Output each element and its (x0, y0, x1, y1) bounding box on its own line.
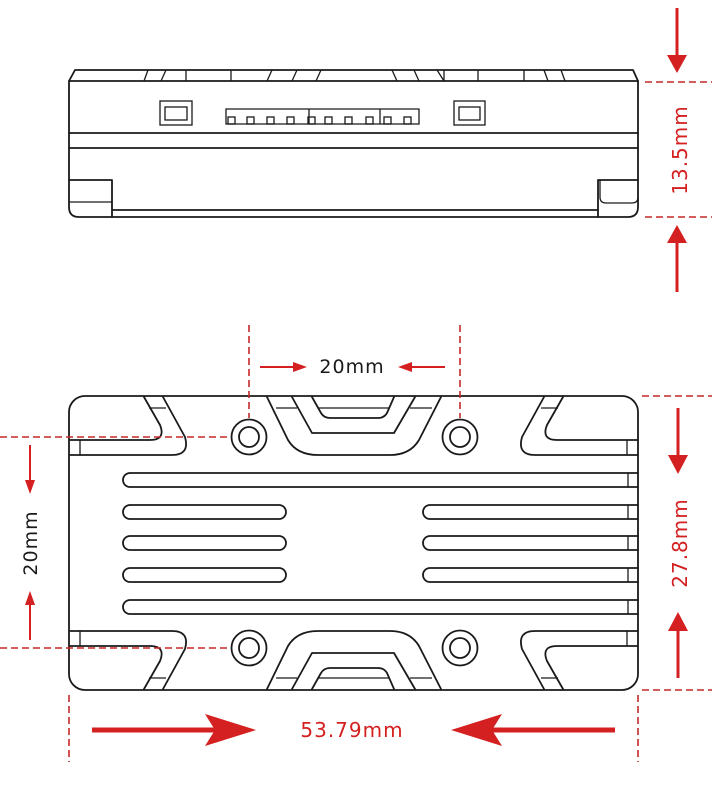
mounting-hole (230, 418, 268, 456)
vent-slot (122, 504, 287, 520)
pin (344, 116, 353, 125)
length-dimension: 53.79mm (68, 695, 639, 762)
width-dimension: 27.8mm (642, 395, 712, 691)
vent-slot (122, 535, 287, 551)
vent-slot (122, 472, 639, 488)
vent-slot (422, 567, 639, 583)
right-foot (597, 179, 639, 218)
hole-spacing-x-dimension: 20mm (248, 325, 461, 418)
corner-cutout (69, 396, 187, 456)
pin (246, 116, 255, 125)
hole-spacing-x-label: 20mm (319, 356, 384, 378)
bottom-notch (266, 630, 442, 690)
pin (365, 116, 374, 125)
pin (307, 116, 316, 125)
pin (266, 116, 275, 125)
top-vent-lines (143, 69, 566, 82)
pin (403, 116, 412, 125)
hole-spacing-y-dimension: 20mm (0, 436, 230, 649)
pin (383, 116, 392, 125)
vent-slot (422, 535, 639, 551)
pin (324, 116, 333, 125)
hole-spacing-y-label: 20mm (20, 510, 42, 575)
left-switch (159, 100, 193, 126)
pin-header-connector (225, 108, 420, 125)
side-view (68, 69, 639, 218)
length-label: 53.79mm (300, 718, 403, 742)
vent-slot (122, 567, 287, 583)
mounting-hole (441, 418, 479, 456)
right-switch (453, 100, 486, 126)
vent-slot (422, 504, 639, 520)
pin (227, 116, 236, 125)
mounting-hole (441, 629, 479, 667)
vent-slot (122, 599, 639, 615)
width-label: 27.8mm (668, 498, 692, 588)
height-dimension: 13.5mm (645, 8, 712, 292)
height-label: 13.5mm (668, 105, 692, 195)
mounting-hole (230, 629, 268, 667)
pin (286, 116, 295, 125)
left-foot (68, 179, 113, 218)
top-notch (266, 396, 442, 456)
top-view (68, 395, 639, 691)
